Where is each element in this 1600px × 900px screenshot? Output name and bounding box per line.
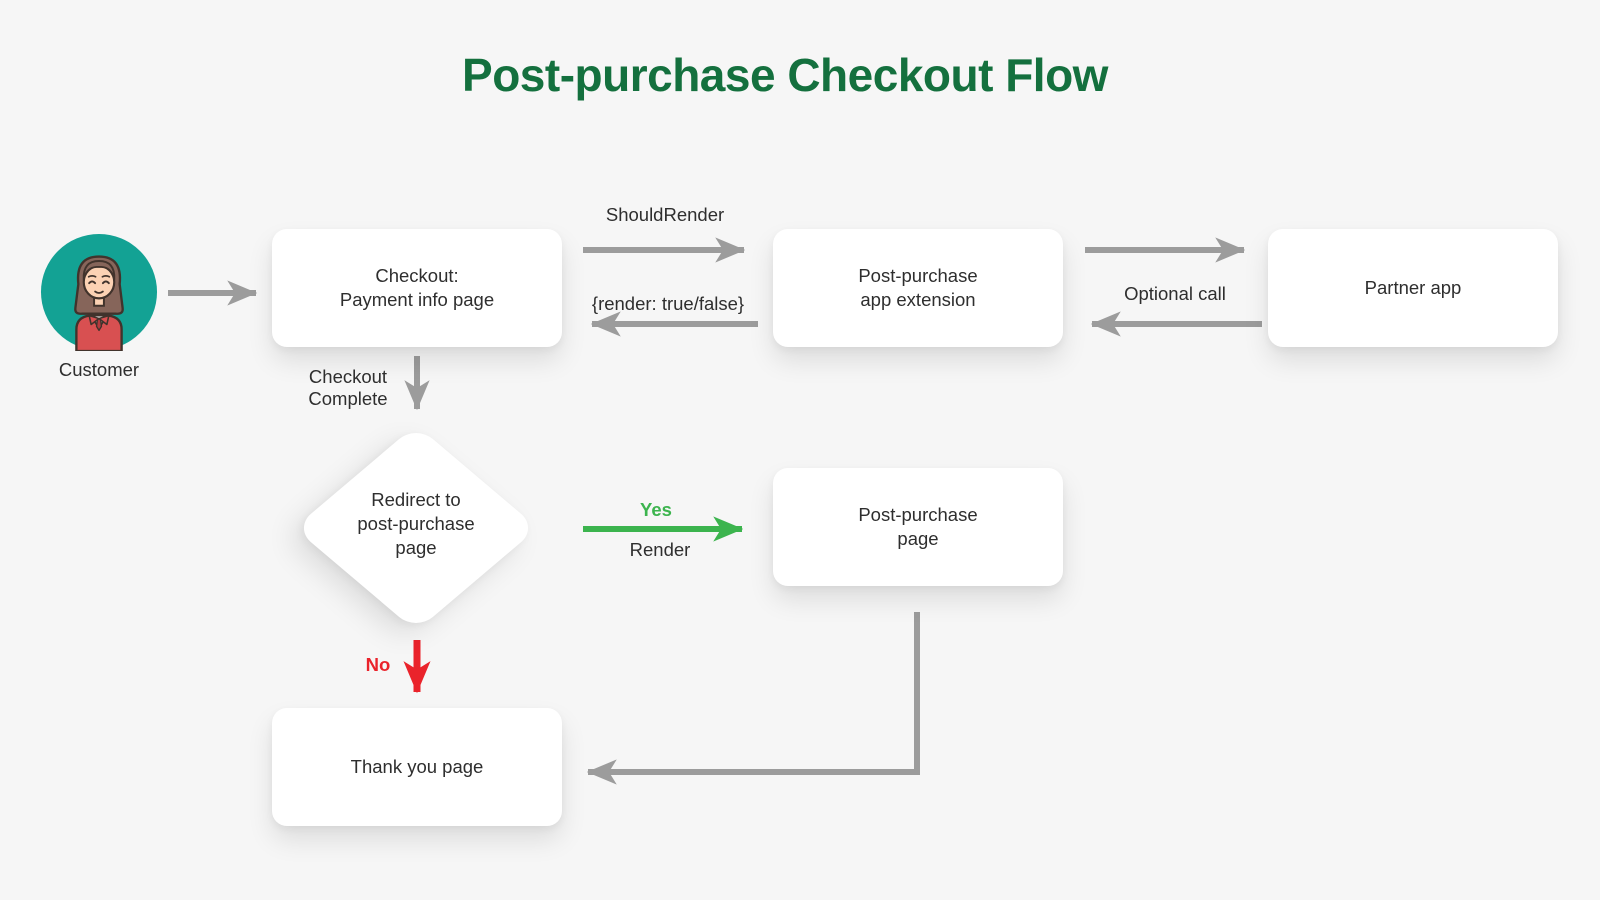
decision-label: Redirect to post-purchase page [357, 489, 475, 558]
customer-label: Customer [58, 359, 140, 380]
node-label: app extension [860, 289, 976, 310]
label-render-response: {render: true/false} [591, 293, 745, 314]
label-yes: Yes [640, 499, 672, 520]
node-label: Partner app [1364, 277, 1462, 298]
node-label: Post-purchase [858, 265, 978, 286]
node-post-purchase-page: Post-purchase page [773, 468, 1063, 586]
node-label: page [897, 528, 939, 549]
label-checkout-complete: Checkout Complete [308, 366, 388, 409]
label-optional-call: Optional call [1124, 283, 1226, 304]
actor-customer: Customer [40, 233, 158, 380]
node-label: Post-purchase [858, 504, 978, 525]
node-thank-you-page: Thank you page [272, 708, 562, 826]
node-checkout-payment-page: Checkout: Payment info page [272, 229, 562, 347]
label-no: No [365, 654, 391, 675]
customer-avatar-icon [40, 233, 158, 351]
label-should-render: ShouldRender [605, 204, 725, 225]
page-title: Post-purchase Checkout Flow [462, 49, 1108, 101]
node-label: Payment info page [339, 289, 495, 310]
label-render: Render [629, 539, 691, 560]
node-label: Thank you page [350, 756, 484, 777]
node-post-purchase-app-extension: Post-purchase app extension [773, 229, 1063, 347]
node-partner-app: Partner app [1268, 229, 1558, 347]
node-label: Checkout: [375, 265, 459, 286]
edge-postpurchase-to-thankyou [586, 612, 920, 785]
